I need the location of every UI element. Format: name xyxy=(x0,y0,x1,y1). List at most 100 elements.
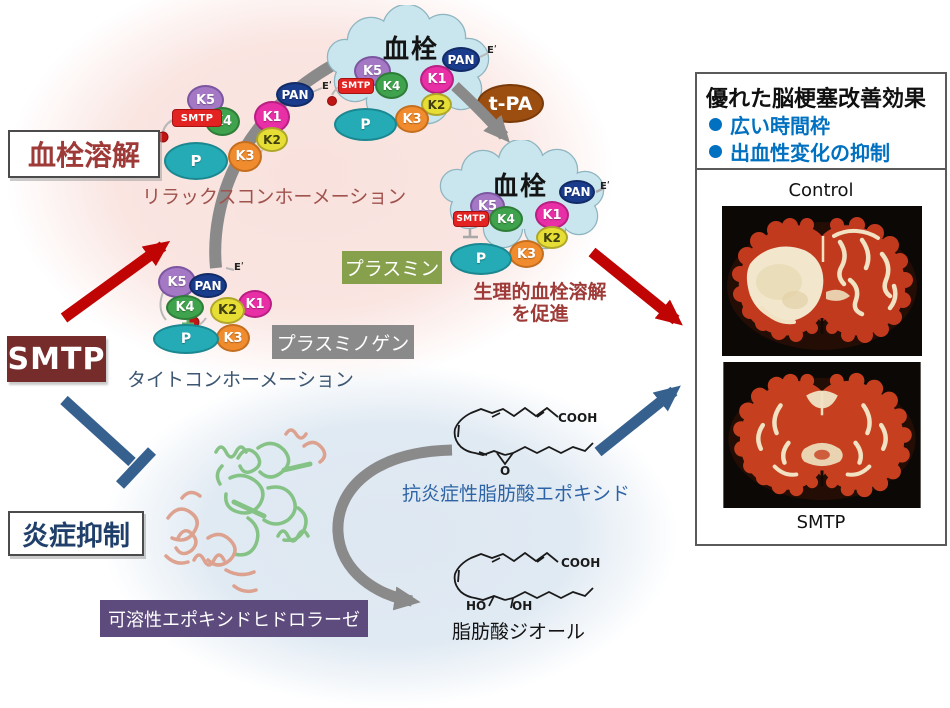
kringle-label: K1 xyxy=(542,207,562,223)
smtp-tag: SMTP xyxy=(453,211,489,227)
protease-domain: P xyxy=(450,243,512,275)
smtp-tag-label: SMTP xyxy=(341,81,371,91)
kringle-k2: K2 xyxy=(210,297,245,324)
bullet-icon xyxy=(709,145,722,158)
kringle-k3: K3 xyxy=(216,324,250,352)
kringle-k4: K4 xyxy=(375,72,408,99)
e-prime-label: Eʹ xyxy=(322,81,332,92)
e-prime-label: Eʹ xyxy=(487,45,497,56)
protease-domain: P xyxy=(164,142,228,180)
result-panel: 優れた脳梗塞改善効果 広い時間枠 出血性変化の抑制 Control xyxy=(695,72,947,546)
diol-structure xyxy=(453,551,594,609)
thrombus-cloud-lysis: 血栓 PAN Eʹ K5 K4 K1 K2 K3 P SMTP xyxy=(430,140,620,290)
result-panel-title: 優れた脳梗塞改善効果 xyxy=(706,87,927,112)
kringle-label: K3 xyxy=(235,149,255,164)
protease-label: P xyxy=(190,152,202,170)
kringle-label: K5 xyxy=(167,274,187,290)
plasminogen-relaxed-complex: K5 PAN K4 K1 K2 K3 P SMTP Eʹ xyxy=(150,80,340,190)
tpa-label: t-PA xyxy=(488,92,533,115)
protease-domain: P xyxy=(334,108,397,141)
tpa-enzyme: t-PA xyxy=(477,84,544,123)
pan-label: PAN xyxy=(194,278,222,293)
smtp-tag-label: SMTP xyxy=(456,214,486,224)
smtp-binding-dot xyxy=(327,96,337,106)
smtp-photo-label: SMTP xyxy=(796,512,846,533)
kringle-label: K5 xyxy=(195,92,216,108)
kringle-k3: K3 xyxy=(509,240,544,268)
oh-label: OH xyxy=(512,599,533,613)
kringle-k2: K2 xyxy=(421,93,452,116)
plasmin-label: プラスミン xyxy=(344,258,440,280)
epoxide-structure xyxy=(453,406,594,466)
kringle-k2: K2 xyxy=(256,127,288,152)
bullet-icon xyxy=(709,118,722,131)
seh-protein-structure xyxy=(164,428,327,594)
kringle-label: K3 xyxy=(516,246,537,262)
control-photo-label: Control xyxy=(788,180,854,201)
kringle-label: K1 xyxy=(262,109,282,125)
kringle-label: K2 xyxy=(263,132,281,147)
kringle-label: K4 xyxy=(382,78,401,93)
plasminogen-label: プラスミノゲン xyxy=(276,332,410,355)
kringle-k1: K1 xyxy=(238,290,272,318)
kringle-label: K3 xyxy=(223,330,243,346)
pan-label: PAN xyxy=(447,52,475,67)
kringle-k1: K1 xyxy=(535,201,569,229)
kringle-label: K3 xyxy=(402,111,422,127)
cooh-label: COOH xyxy=(561,556,601,570)
thrombus-cloud-top: 血栓 PAN Eʹ K5 K4 K1 K2 K3 P SMTP xyxy=(323,5,508,150)
kringle-label: K1 xyxy=(427,72,447,87)
kringle-label: K5 xyxy=(362,63,383,79)
thrombolysis-label: 血栓溶解 xyxy=(27,139,140,172)
kringle-label: K2 xyxy=(217,303,238,318)
smtp-tag: SMTP xyxy=(172,109,222,127)
e-prime-label: Eʹ xyxy=(600,181,610,192)
smtp-brain-photo xyxy=(722,362,922,508)
plasmin-box: プラスミン xyxy=(342,251,442,284)
plasminogen-box: プラスミノゲン xyxy=(272,325,414,359)
kringle-k3: K3 xyxy=(228,141,262,172)
result-panel-header: 優れた脳梗塞改善効果 広い時間枠 出血性変化の抑制 xyxy=(697,74,945,170)
diol-name-label: 脂肪酸ジオール xyxy=(452,621,586,643)
thrombus-text: 血栓 xyxy=(383,35,440,65)
pan-domain: PAN xyxy=(189,273,227,298)
bullet-row: 広い時間枠 xyxy=(709,110,830,139)
epoxide-o-label: O xyxy=(500,464,511,478)
physiological-line2: を促進 xyxy=(511,303,569,325)
connector-lines xyxy=(463,186,605,239)
cooh-label: COOH xyxy=(558,411,598,425)
smtp-tag: SMTP xyxy=(338,78,374,94)
protease-domain: P xyxy=(153,324,219,354)
inflammation-label: 炎症抑制 xyxy=(22,521,130,552)
kringle-k4: K4 xyxy=(166,295,204,320)
control-brain-photo xyxy=(722,206,922,356)
e-prime-label: Eʹ xyxy=(234,262,244,273)
pan-label: PAN xyxy=(281,87,309,102)
protease-label: P xyxy=(475,251,487,267)
kringle-k1: K1 xyxy=(420,65,454,94)
kringle-k4: K4 xyxy=(489,206,523,232)
bullet-text: 広い時間枠 xyxy=(730,114,830,138)
seh-box: 可溶性エポキシドヒドロラーゼ xyxy=(100,600,368,637)
plasminogen-tight-complex: K5 PAN K4 K1 K2 K3 P Eʹ xyxy=(150,260,290,360)
bullet-row: 出血性変化の抑制 xyxy=(709,137,890,166)
physiological-lysis-label: 生理的血栓溶解 を促進 xyxy=(452,281,628,325)
kringle-label: K2 xyxy=(543,230,561,245)
smtp-label: SMTP xyxy=(7,341,106,377)
smtp-tag-label: SMTP xyxy=(180,112,214,124)
kringle-label: K2 xyxy=(427,97,446,112)
kringle-label: K1 xyxy=(245,296,265,312)
kringle-k3: K3 xyxy=(395,105,429,133)
kringle-label: K4 xyxy=(175,300,195,315)
pan-domain: PAN xyxy=(559,180,595,204)
seh-label: 可溶性エポキシドヒドロラーゼ xyxy=(108,609,360,631)
bullet-text: 出血性変化の抑制 xyxy=(730,141,890,165)
tight-conformation-label: タイトコンホーメーション xyxy=(127,369,354,391)
inflammation-section-box: 炎症抑制 xyxy=(8,511,144,556)
protease-label: P xyxy=(180,331,192,347)
physiological-line1: 生理的血栓溶解 xyxy=(473,281,607,303)
pan-domain: PAN xyxy=(276,82,314,107)
thrombolysis-section-box: 血栓溶解 xyxy=(8,130,160,178)
pan-label: PAN xyxy=(563,185,591,199)
